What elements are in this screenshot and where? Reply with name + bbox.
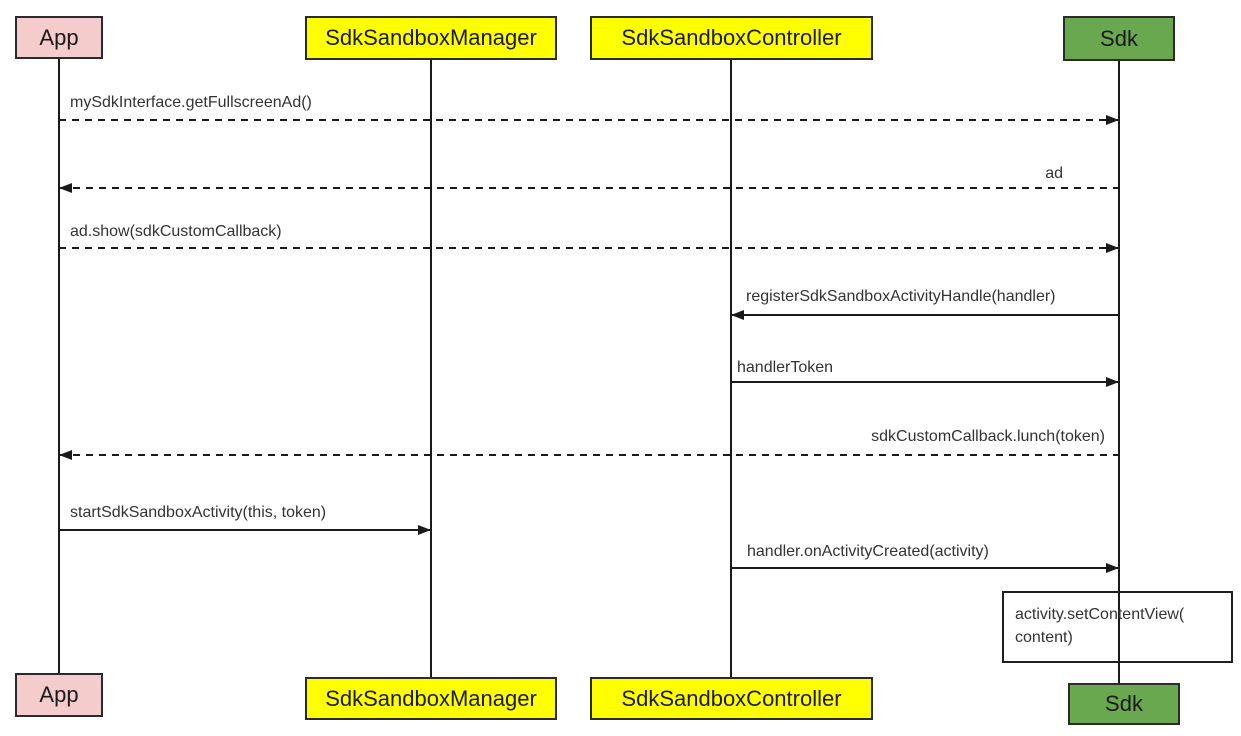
message-2-label: ad (1045, 165, 1063, 182)
message-6-label: sdkCustomCallback.lunch(token) (871, 428, 1105, 445)
message-7-label: startSdkSandboxActivity(this, token) (70, 504, 327, 521)
actor-sdk-sandbox-manager-top-label: SdkSandboxManager (325, 25, 537, 50)
message-3-label: ad.show(sdkCustomCallback) (70, 223, 282, 240)
message-8-arrow (732, 563, 1119, 573)
actor-app-top-label: App (39, 24, 79, 50)
lifeline-app (58, 59, 60, 673)
message-1-arrow (59, 115, 1119, 125)
message-5-label: handlerToken (737, 359, 834, 376)
actor-sdk-sandbox-controller-top: SdkSandboxController (590, 16, 873, 60)
self-call-note-line-2: content) (1015, 629, 1073, 646)
actor-app-top: App (15, 16, 103, 59)
actor-sdk-top: Sdk (1063, 16, 1175, 61)
message-4-arrow (731, 310, 1118, 320)
message-6-arrow (59, 450, 1118, 460)
actor-sdk-sandbox-controller-bottom-label: SdkSandboxController (621, 685, 842, 711)
actor-sdk-sandbox-manager-bottom-label: SdkSandboxManager (325, 685, 537, 711)
self-call-note-line-1: activity.setContentView( (1015, 606, 1185, 623)
lifeline-sdk-sandbox-controller (730, 60, 732, 677)
actor-sdk-sandbox-manager-top: SdkSandboxManager (305, 16, 557, 60)
self-call-note: activity.setContentView( content) (1002, 591, 1233, 663)
lifeline-sdk-sandbox-manager (430, 60, 432, 677)
message-3-arrow (59, 243, 1119, 253)
arrowhead-right-icon (1106, 377, 1119, 387)
message-2-arrow (59, 183, 1118, 193)
message-5-arrow (732, 377, 1119, 387)
lifeline-sdk (1118, 61, 1120, 683)
actor-app-bottom-label: App (39, 682, 79, 707)
arrowhead-left-icon (59, 183, 72, 193)
arrowhead-left-icon (59, 450, 72, 460)
message-4-label: registerSdkSandboxActivityHandle(handler… (746, 288, 1056, 305)
actor-sdk-bottom: Sdk (1068, 683, 1180, 725)
arrowhead-right-icon (1106, 563, 1119, 573)
actor-app-bottom: App (15, 673, 103, 717)
arrowhead-left-icon (731, 310, 744, 320)
message-8-label: handler.onActivityCreated(activity) (747, 543, 989, 560)
actor-sdk-sandbox-controller-bottom: SdkSandboxController (590, 677, 873, 720)
arrowhead-right-icon (418, 525, 431, 535)
actor-sdk-top-label: Sdk (1100, 25, 1138, 51)
actor-sdk-sandbox-manager-bottom: SdkSandboxManager (305, 677, 557, 720)
actor-sdk-bottom-label: Sdk (1105, 691, 1143, 716)
arrowhead-right-icon (1106, 115, 1119, 125)
message-1-label: mySdkInterface.getFullscreenAd() (70, 94, 312, 111)
arrowhead-right-icon (1106, 243, 1119, 253)
actor-sdk-sandbox-controller-top-label: SdkSandboxController (621, 25, 842, 50)
message-7-arrow (59, 525, 431, 535)
